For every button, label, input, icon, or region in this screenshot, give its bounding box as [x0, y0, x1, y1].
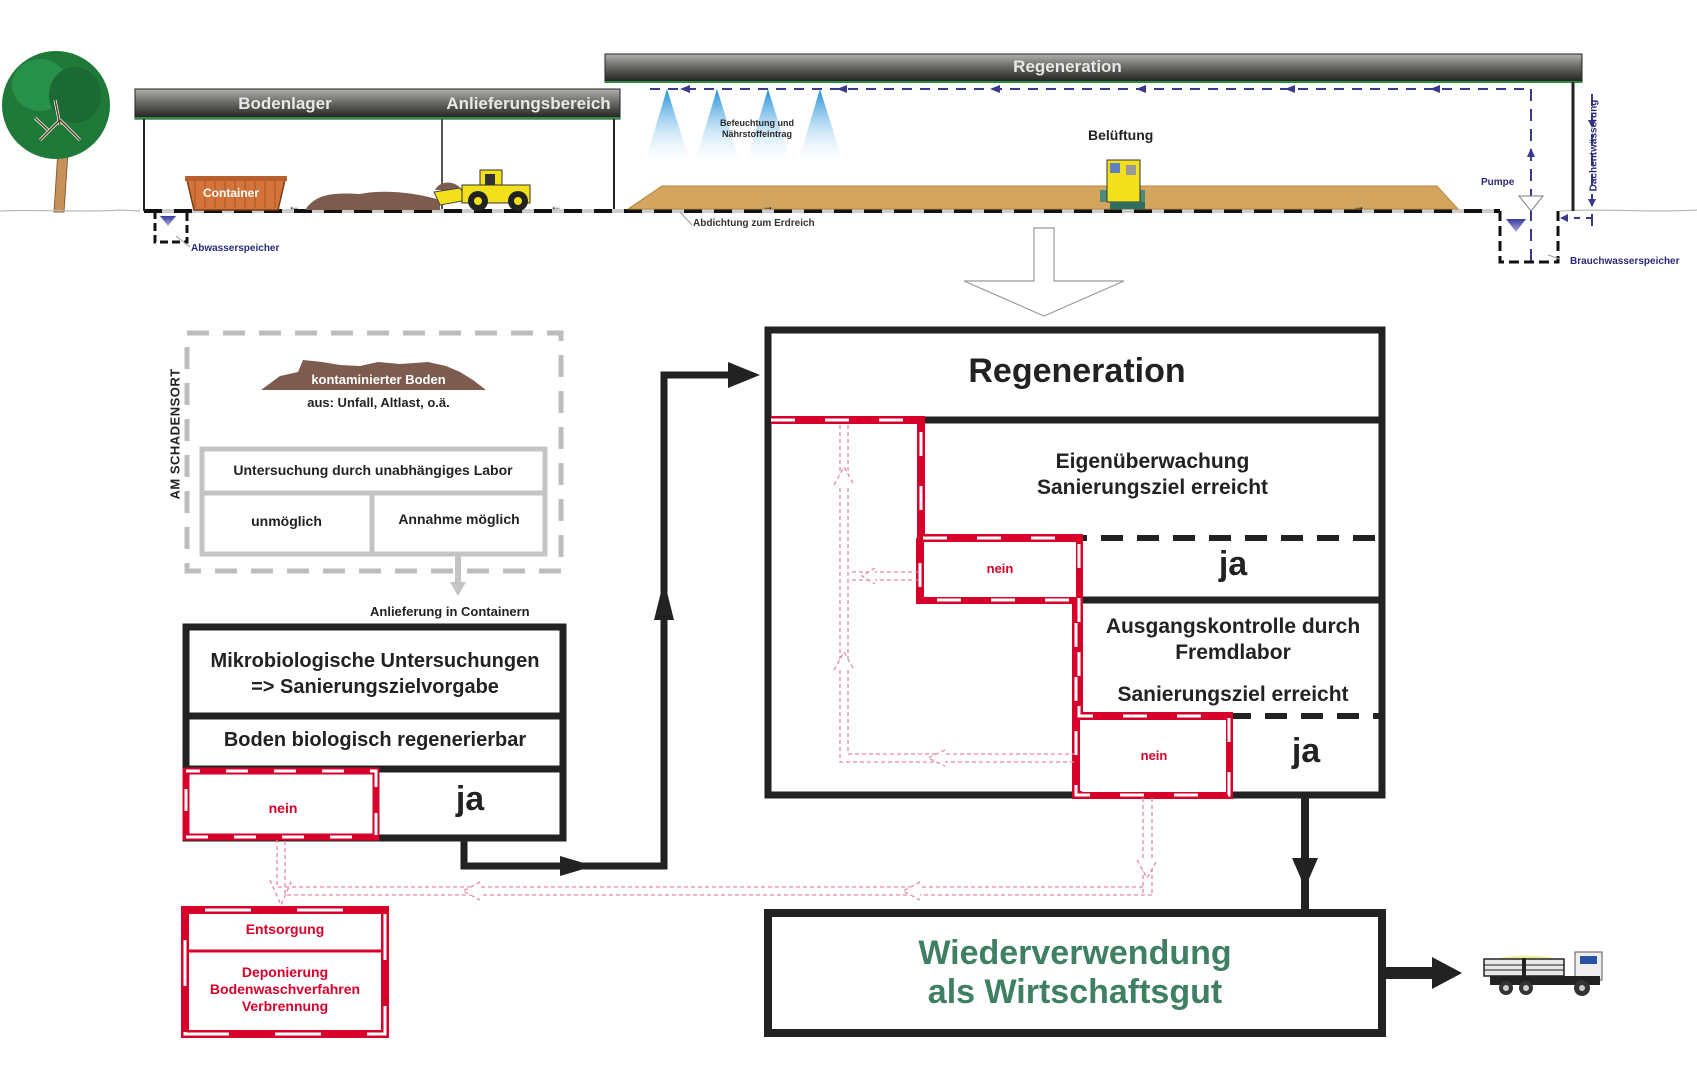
- container-icon: [185, 176, 287, 211]
- wastewater-label: Abwasserspeicher: [191, 243, 280, 254]
- wastewater-tank-icon: [153, 211, 191, 248]
- spray-label-line2: Nährstoffeintrag: [721, 129, 792, 139]
- micro-exam-line1: Mikrobiologische Untersuchungen: [210, 650, 540, 672]
- spray-nozzles-icon: [645, 89, 843, 162]
- soil-heap-icon: [305, 191, 440, 210]
- sealing-leader: [679, 211, 693, 226]
- site-dashed-frame: [184, 330, 564, 574]
- soil-source: aus: Unfall, Altlast, o.ä.: [307, 395, 450, 410]
- reuse-line1: Wiederverwendung: [918, 934, 1232, 972]
- regeneration-title: Regeneration: [968, 352, 1186, 390]
- exit-control-no-label: nein: [1140, 748, 1168, 763]
- site-side-label: AM SCHADENSORT: [167, 368, 183, 500]
- aeration-machine-icon: [1100, 159, 1145, 209]
- acceptance-possible-label: Annahme möglich: [398, 511, 520, 527]
- roof-label-anlieferung: Anlieferungsbereich: [446, 94, 611, 113]
- reuse-line2: als Wirtschaftsgut: [927, 973, 1223, 1011]
- regeneration-bed: [626, 185, 1460, 210]
- self-monitoring-no-label: nein: [986, 561, 1014, 576]
- self-monitoring-yes-label: ja: [1218, 545, 1248, 583]
- container-label: Container: [203, 186, 260, 200]
- hollow-down-arrow: [963, 227, 1125, 317]
- wheel-loader-icon: [433, 169, 531, 211]
- reuse-label: Wiederverwendung als Wirtschaftsgut: [772, 934, 1378, 1012]
- pump-icon: [1517, 195, 1545, 212]
- return-flow-lines: [269, 425, 1153, 907]
- roof-drainage-label: Dachentwässerung: [1588, 99, 1600, 192]
- micro-exam-label: Mikrobiologische Untersuchungen => Sanie…: [190, 648, 560, 700]
- intake-no-label: nein: [268, 800, 298, 816]
- spray-label: Befeuchtung und Nährstoffeintrag: [703, 118, 811, 140]
- tree-icon: [2, 51, 110, 213]
- self-monitoring-label: Eigenüberwachung Sanierungsziel erreicht: [925, 449, 1380, 501]
- micro-exam-line2: => Sanierungszielvorgabe: [251, 676, 499, 698]
- contaminated-soil-icon: [261, 360, 486, 390]
- regeneration-no-path: [771, 416, 1233, 799]
- roof-label-bodenlager: Bodenlager: [238, 94, 332, 113]
- disposal-methods: Deponierung Bodenwaschverfahren Verbrenn…: [189, 964, 381, 1015]
- service-water-label: Brauchwasserspeicher: [1570, 256, 1680, 267]
- impossible-label: unmöglich: [251, 513, 322, 529]
- delivery-label: Anlieferung in Containern: [370, 604, 530, 619]
- spray-label-line1: Befeuchtung und: [720, 118, 794, 128]
- gray-down-arrow: [450, 582, 466, 596]
- exit-control-target-label: Sanierungsziel erreicht: [1117, 683, 1349, 706]
- aeration-label: Belüftung: [1088, 127, 1154, 143]
- roof-regeneration: [604, 53, 1583, 83]
- connector-intake-to-regeneration: [460, 371, 740, 870]
- self-monitoring-line2: Sanierungsziel erreicht: [1036, 476, 1269, 499]
- exit-control-yes-label: ja: [1291, 732, 1321, 770]
- reuse-out-arrow: [1432, 957, 1462, 989]
- disposal-title: Entsorgung: [245, 921, 325, 937]
- self-monitoring-line1: Eigenüberwachung: [1055, 450, 1250, 473]
- flow-arrow-right: →: [762, 199, 774, 213]
- soil-label: kontaminierter Boden: [311, 372, 446, 387]
- flow-arrow-left: ←: [550, 199, 562, 213]
- regenerable-label: Boden biologisch regenerierbar: [223, 729, 527, 751]
- return-flow-arrowheads: [461, 465, 1158, 901]
- water-flow-arrows: [680, 85, 1596, 222]
- disposal-method-soil-washing: Bodenwaschverfahren: [209, 981, 361, 997]
- truck-icon: [1483, 951, 1603, 996]
- lab-exam-label: Untersuchung durch unabhängiges Labor: [233, 462, 513, 478]
- sealing-label: Abdichtung zum Erdreich: [693, 218, 815, 229]
- exit-control-label: Ausgangskontrolle durch Fremdlabor: [1083, 614, 1383, 666]
- service-water-tank-icon: [1498, 211, 1561, 264]
- disposal-method-incineration: Verbrennung: [241, 998, 329, 1014]
- exit-control-line1: Ausgangskontrolle durch: [1105, 615, 1361, 638]
- intake-no-frame: [182, 767, 380, 841]
- exit-control-line2: Fremdlabor: [1175, 641, 1291, 664]
- intake-yes-label: ja: [455, 780, 485, 818]
- flow-arrow-left: ←: [288, 199, 300, 213]
- flow-arrow-right: →: [1353, 199, 1365, 213]
- reuse-frame: [764, 909, 1386, 1037]
- disposal-method-landfill: Deponierung: [241, 964, 329, 980]
- pump-label: Pumpe: [1481, 177, 1515, 188]
- roof-label-regeneration: Regeneration: [1013, 57, 1122, 76]
